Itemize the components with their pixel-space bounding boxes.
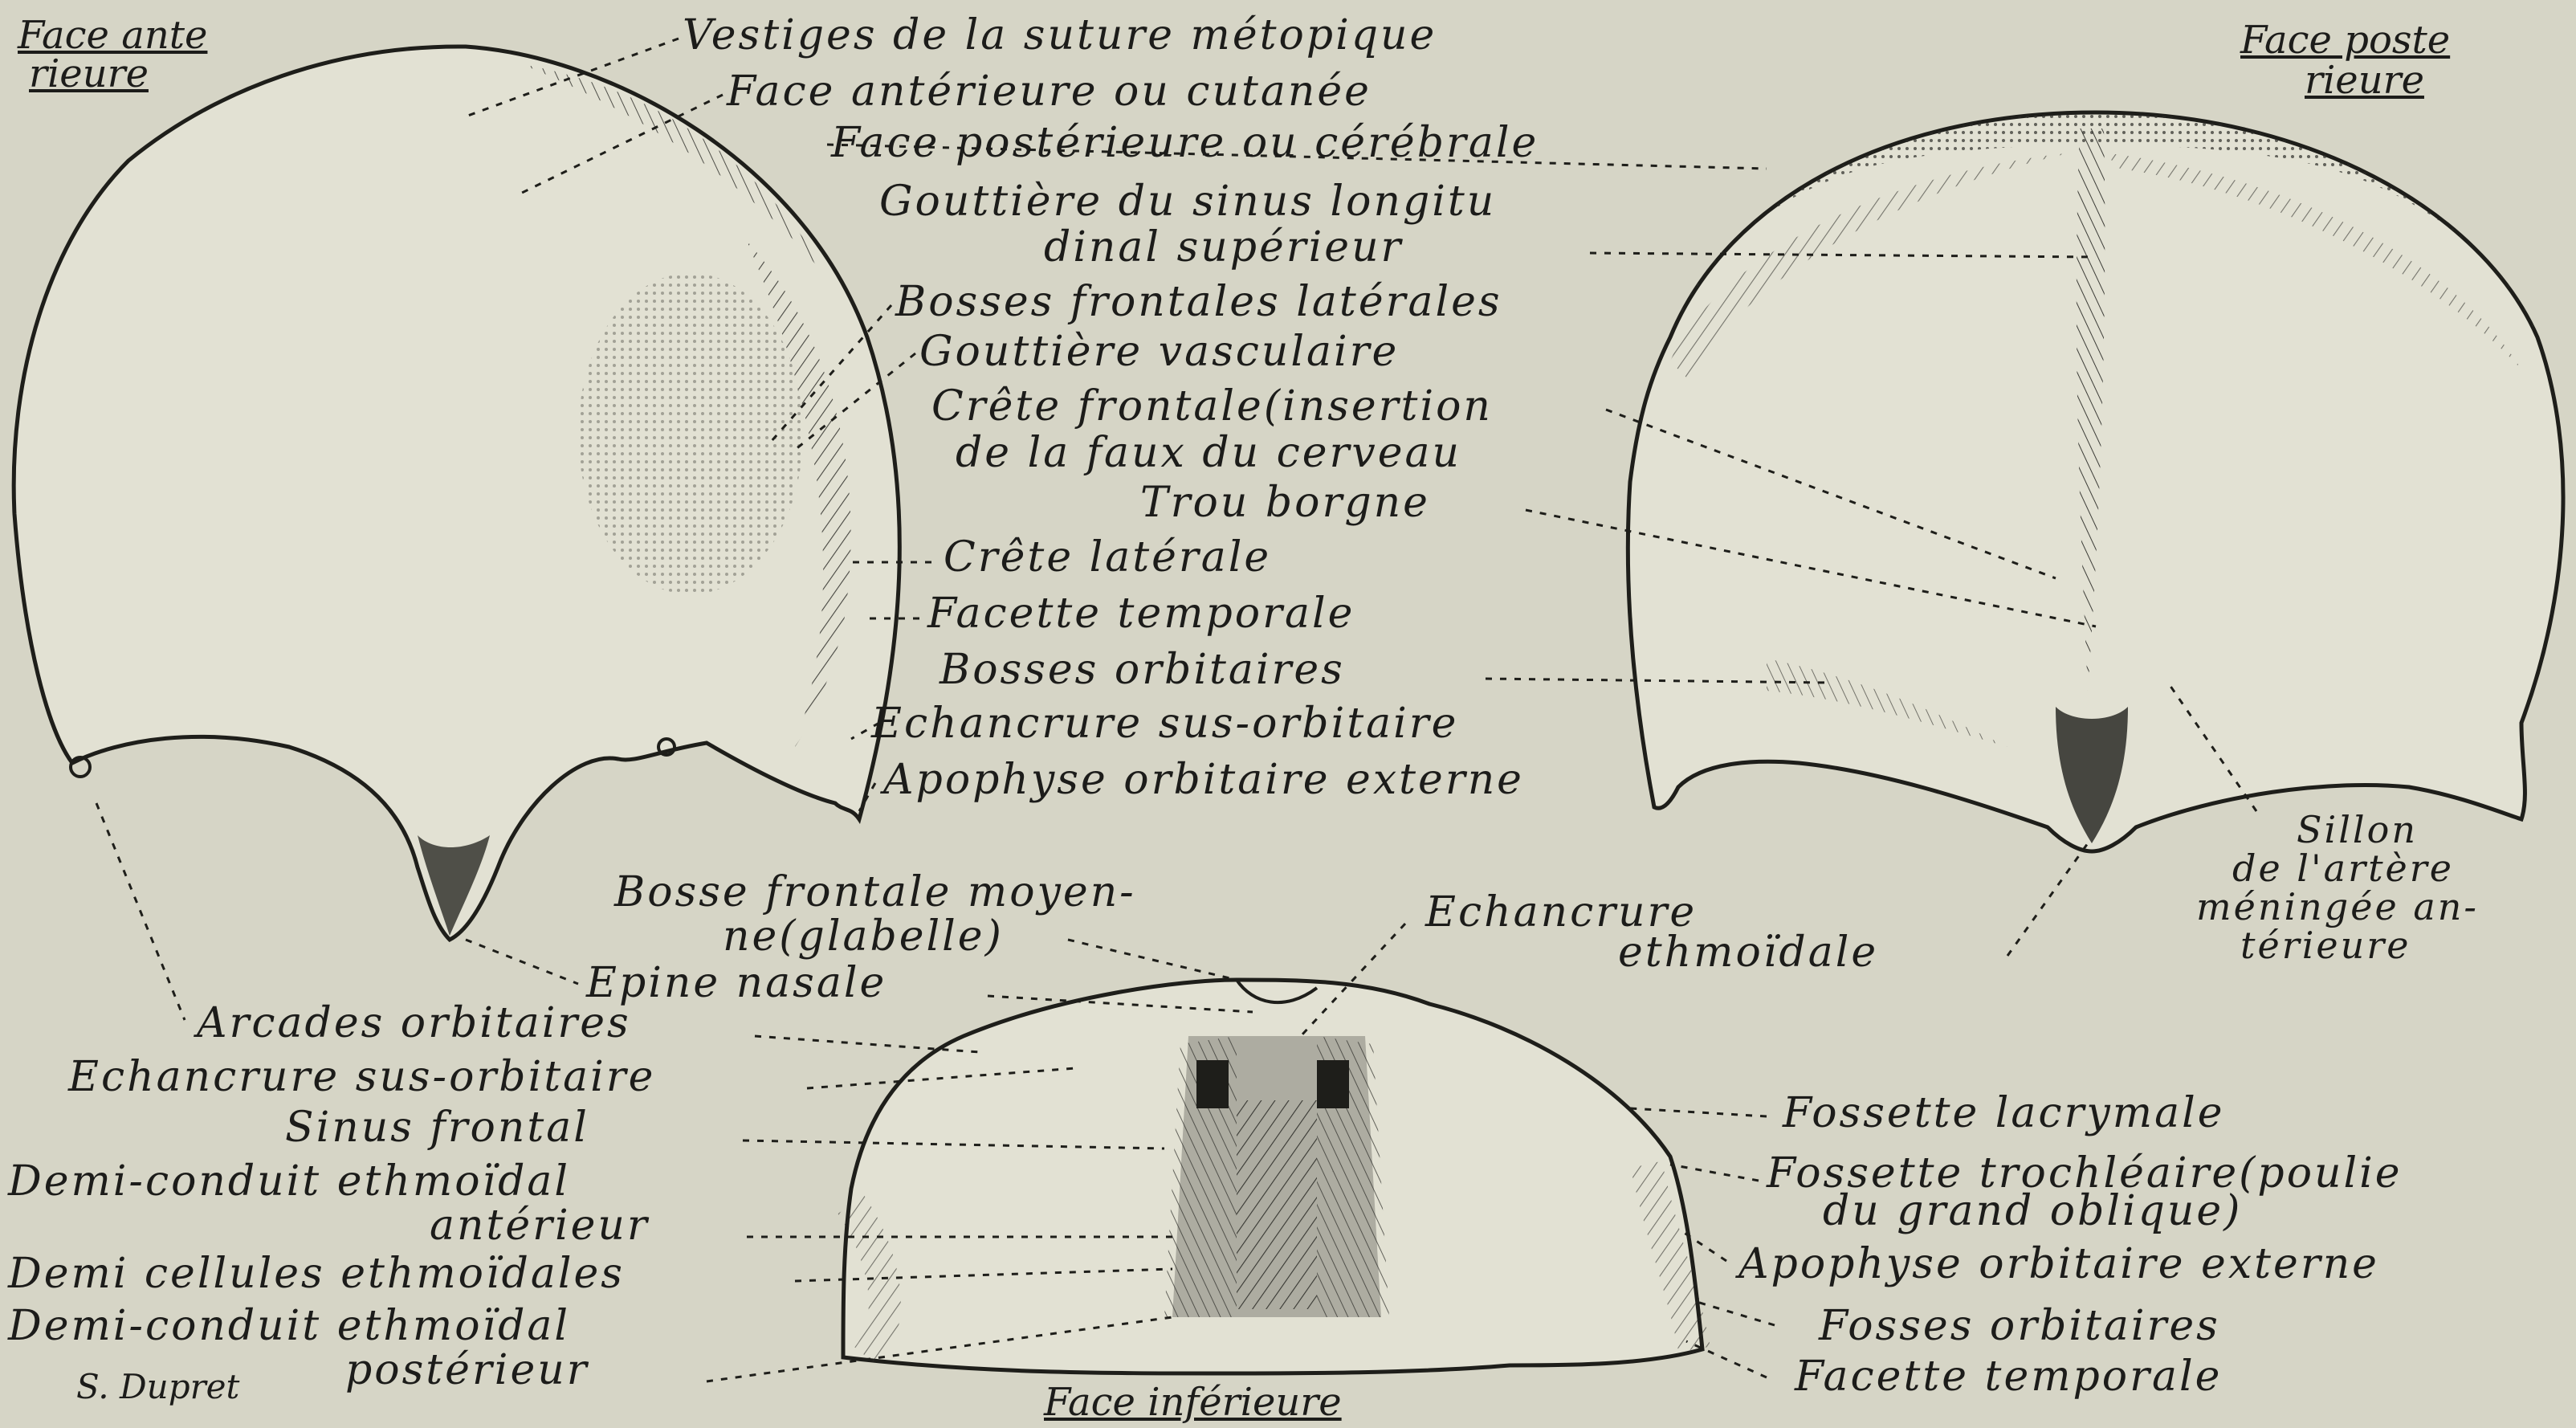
view-caption-anterior-1: Face ante: [18, 16, 207, 55]
label-facette-temporale: Facette temporale: [927, 593, 1355, 634]
view-caption-inferior: Face inférieure: [1044, 1383, 1342, 1422]
label-echancrure-sus-orbitaire-2: Echancrure sus-orbitaire: [68, 1056, 655, 1098]
label-gouttiere-sinus-2: dinal supérieur: [1044, 226, 1403, 268]
label-apophyse-orbitaire-2: Apophyse orbitaire externe: [1738, 1243, 2379, 1285]
label-echancrure-ethmoidale-1: Echancrure: [1425, 891, 1697, 933]
label-bosse-frontale-moyenne-1: Bosse frontale moyen-: [614, 871, 1136, 913]
inferior-view-bone: [843, 980, 1702, 1373]
label-demi-conduit-posterieur-2: postérieur: [345, 1349, 589, 1391]
label-crete-frontale-1: Crête frontale(insertion: [931, 386, 1493, 427]
label-bosses-frontales: Bosses frontales latérales: [895, 281, 1502, 323]
label-demi-conduit-anterieur-2: antérieur: [430, 1205, 650, 1246]
label-demi-conduit-anterieur-1: Demi-conduit ethmoïdal: [8, 1161, 570, 1202]
view-caption-posterior-1: Face poste: [2240, 21, 2450, 59]
label-echancrure-sus-orbitaire: Echancrure sus-orbitaire: [871, 703, 1458, 745]
label-demi-cellules: Demi cellules ethmoïdales: [8, 1253, 625, 1295]
label-fossette-trochleaire-2: du grand oblique): [1823, 1190, 2242, 1232]
label-sillon-2: de l'artère: [2232, 850, 2454, 887]
label-bosse-frontale-moyenne-2: ne(glabelle): [723, 916, 1004, 957]
label-crete-laterale: Crête latérale: [944, 537, 1271, 578]
view-caption-anterior-2: rieure: [29, 55, 149, 93]
label-sinus-frontal: Sinus frontal: [285, 1107, 589, 1149]
label-fossette-lacrymale: Fossette lacrymale: [1783, 1092, 2225, 1134]
label-echancrure-ethmoidale-2: ethmoïdale: [1618, 932, 1878, 973]
label-demi-conduit-posterieur-1: Demi-conduit ethmoïdal: [8, 1305, 570, 1347]
artist-signature: S. Dupret: [76, 1367, 239, 1406]
label-face-anterieure: Face antérieure ou cutanée: [727, 71, 1372, 112]
label-vestiges-suture: Vestiges de la suture métopique: [683, 14, 1437, 56]
label-crete-frontale-2: de la faux du cerveau: [956, 432, 1461, 474]
label-sillon-1: Sillon: [2297, 811, 2418, 848]
label-apophyse-orbitaire: Apophyse orbitaire externe: [883, 759, 1524, 801]
label-gouttiere-sinus-1: Gouttière du sinus longitu: [879, 181, 1496, 222]
view-caption-posterior-2: rieure: [2305, 61, 2424, 100]
label-trou-borgne: Trou borgne: [1140, 482, 1430, 524]
label-arcades-orbitaires: Arcades orbitaires: [197, 1002, 631, 1044]
anterior-view-bone: [14, 47, 899, 940]
label-fosses-orbitaires: Fosses orbitaires: [1819, 1305, 2220, 1347]
ethmoidal-notch: [1237, 1100, 1317, 1309]
label-facette-temporale-2: Facette temporale: [1795, 1356, 2222, 1397]
label-sillon-3: méningée an-: [2196, 888, 2479, 925]
label-gouttiere-vasculaire: Gouttière vasculaire: [919, 331, 1399, 373]
label-bosses-orbitaires: Bosses orbitaires: [940, 649, 1345, 691]
posterior-view-bone: [1628, 112, 2563, 851]
label-sillon-4: térieure: [2240, 927, 2411, 964]
label-face-posterieure: Face postérieure ou cérébrale: [831, 122, 1539, 164]
label-epine-nasale: Epine nasale: [586, 962, 887, 1004]
